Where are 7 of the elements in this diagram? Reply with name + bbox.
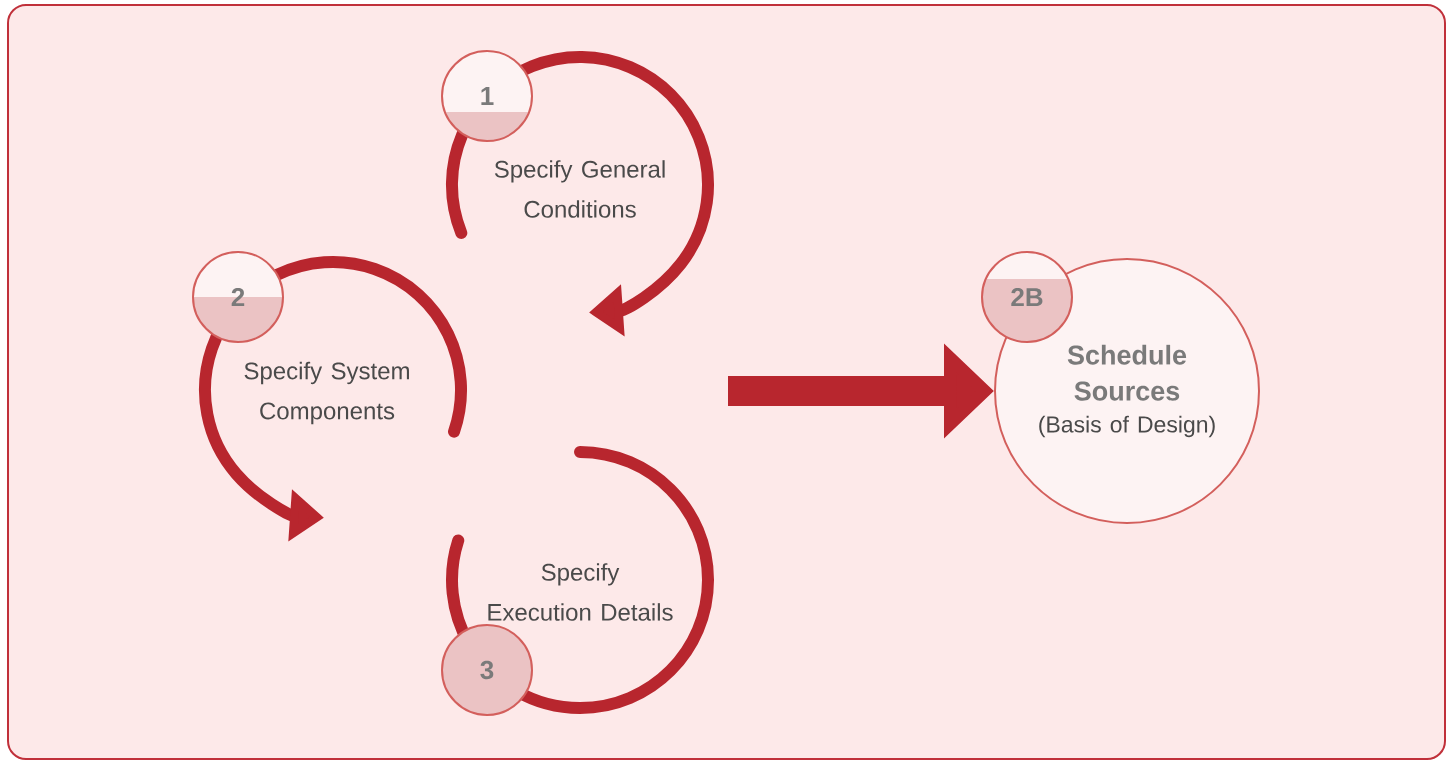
step-number-badge: 1 — [441, 50, 533, 142]
step-number-badge: 2B — [981, 251, 1073, 343]
step-text: Specify Execution Details — [488, 563, 673, 621]
step-number-badge: 3 — [441, 624, 533, 716]
step-text: Specify General Conditions — [494, 160, 665, 218]
step-text: Specify System Components — [244, 361, 409, 425]
step-number-badge: 2 — [192, 251, 284, 343]
